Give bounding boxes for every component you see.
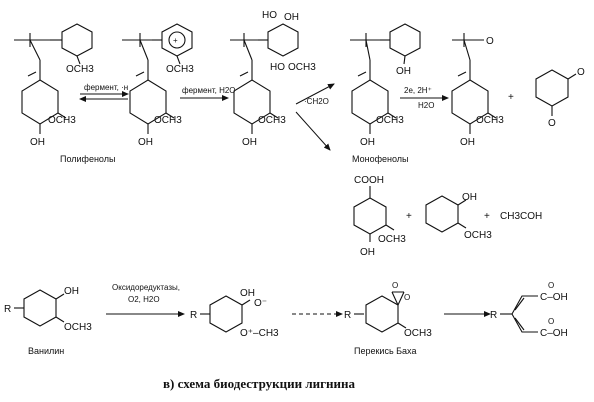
arrow-step2: фермент, H2O <box>180 86 236 101</box>
arrow-step4: 2e, 2H⁺ H2O <box>400 86 449 110</box>
bach-peroxide-label: Перекись Баха <box>354 346 416 356</box>
o-minus-label: O⁻ <box>254 298 267 309</box>
och3-label: OCH3 <box>464 230 492 241</box>
plus-label: + <box>173 36 178 45</box>
plus-sign: + <box>406 211 412 222</box>
oh-label: OH <box>240 288 255 299</box>
arrow-oxidoreductase: Оксидоредуктазы, O2, H2O <box>106 283 185 317</box>
vanillin-structure: R OH OCH3 Ванилин <box>4 286 92 356</box>
ho-label: HO <box>270 62 285 73</box>
reagent-oxido-a: Оксидоредуктазы, <box>112 283 180 292</box>
oh-label: OH <box>138 137 153 148</box>
oh-label: OH <box>64 286 79 297</box>
ortho-quinone: O O <box>535 67 585 129</box>
och3-label: OCH3 <box>64 322 92 333</box>
reagent-step3: ·CH2O <box>304 97 329 106</box>
structure-3: HO OH HO OCH3 OCH3 OH <box>230 10 316 148</box>
oh-label: OH <box>360 247 375 258</box>
r-label: R <box>4 304 11 315</box>
oh-label: OH <box>460 137 475 148</box>
bach-peroxide-structure: R O O OCH3 Перекись Баха <box>344 281 432 356</box>
och3-label: OCH3 <box>288 62 316 73</box>
oh-label: OH <box>396 66 411 77</box>
c-oh-label: C–OH <box>540 328 568 339</box>
structure-4: OH OCH3 OH <box>350 23 421 148</box>
och3-label: OCH3 <box>166 64 194 75</box>
och3-label: OCH3 <box>476 115 504 126</box>
muconic-acid-product: R C–OH C–OH O O <box>490 281 568 339</box>
och3-label: OCH3 <box>258 115 286 126</box>
och3-label: OCH3 <box>66 64 94 75</box>
figure-caption: в) схема биодеструкции лигнина <box>163 376 356 391</box>
reagent-oxido-b: O2, H2O <box>128 295 160 304</box>
o-label: O <box>392 281 398 290</box>
o-label: O <box>548 281 554 290</box>
peroxy-intermediate: R OH O⁻ O⁺–CH3 <box>190 288 279 339</box>
oh-label: OH <box>30 137 45 148</box>
o-label: O <box>486 36 494 47</box>
plus-sign: + <box>484 211 490 222</box>
o-label: O <box>548 118 556 129</box>
oh-label: OH <box>360 137 375 148</box>
branch-arrows: ·CH2O <box>295 83 335 151</box>
och3-label: OCH3 <box>154 115 182 126</box>
o-label: O <box>577 67 585 78</box>
c-oh-label: C–OH <box>540 292 568 303</box>
r-label: R <box>190 310 197 321</box>
och3-label: OCH3 <box>404 328 432 339</box>
o-plus-ch3-label: O⁺–CH3 <box>240 328 279 339</box>
reagent-step1: фермент, ·н <box>84 83 128 92</box>
cooh-label: COOH <box>354 175 384 186</box>
reagent-step2: фермент, H2O <box>182 86 236 95</box>
reagent-step4a: 2e, 2H⁺ <box>404 86 432 95</box>
o-label: O <box>548 317 554 326</box>
vanillin-label: Ванилин <box>28 346 64 356</box>
equilibrium-arrow-1: фермент, ·н <box>79 83 129 102</box>
structure-1: OCH3 OCH3 OH <box>14 23 94 148</box>
ho-label: HO <box>262 10 277 21</box>
monophenols-label: Монофенолы <box>352 154 409 164</box>
o-label: O <box>404 293 410 302</box>
plus-sign: + <box>508 92 514 103</box>
oh-label: OH <box>462 192 477 203</box>
ch3coh-label: CH3COH <box>500 211 542 222</box>
r-label: R <box>490 310 497 321</box>
polyphenols-label: Полифенолы <box>60 154 115 164</box>
oh-label: OH <box>242 137 257 148</box>
och3-label: OCH3 <box>376 115 404 126</box>
structure-2: + OCH3 OCH3 OH <box>122 23 194 148</box>
r-label: R <box>344 310 351 321</box>
structure-5: O OCH3 OH <box>451 33 504 148</box>
reagent-step4b: H2O <box>418 101 434 110</box>
och3-label: OCH3 <box>378 234 406 245</box>
benzoic-acid-product: COOH OCH3 OH <box>353 175 406 258</box>
och3-label: OCH3 <box>48 115 76 126</box>
guaiacol-product: OH OCH3 <box>425 192 492 241</box>
oh-label: OH <box>284 12 299 23</box>
